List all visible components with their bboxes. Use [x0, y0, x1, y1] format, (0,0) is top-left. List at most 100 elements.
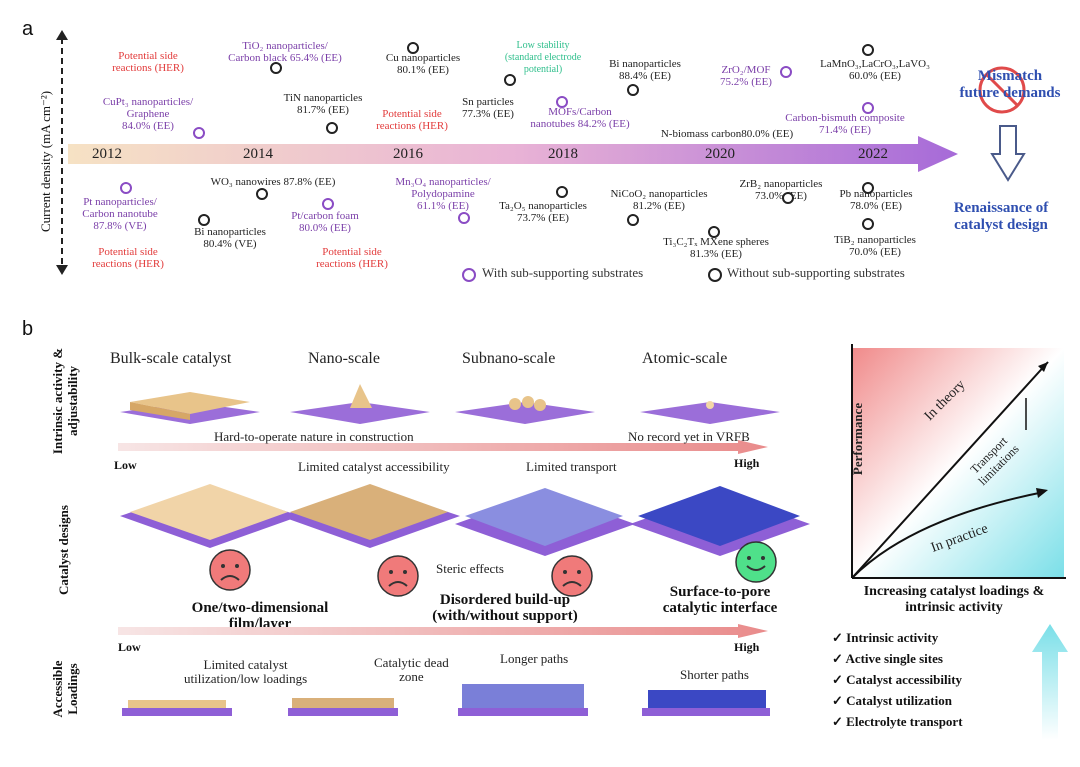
year-2016: 2016: [393, 146, 423, 162]
scale-subnano: Subnano-scale: [462, 350, 556, 367]
label-above-4: Cu nanoparticles 80.1% (EE): [385, 52, 461, 76]
panel-a-label: a: [22, 18, 34, 40]
graph-ylabel: Performance: [850, 402, 866, 476]
marker-with-substrate: [458, 212, 470, 224]
dead-zone-note: Catalytic dead zone: [374, 655, 449, 684]
label-below-1: Potential side reactions (HER): [92, 246, 164, 270]
year-2014: 2014: [243, 146, 273, 162]
limited-access-note: Limited catalyst accessibility: [298, 459, 450, 474]
row-title-designs: Catalyst designs: [56, 505, 71, 595]
happy-face-icon: [735, 541, 777, 583]
label-above-2: TiO₂ nanoparticles/ Carbon black 65.4% (…: [228, 40, 342, 64]
marker-with-substrate: [322, 198, 334, 210]
steric-note: Steric effects: [436, 561, 504, 576]
label-below-12: TiB₂ nanoparticles 70.0% (EE): [834, 234, 916, 258]
down-arrow-icon: [990, 125, 1026, 182]
sad-face-icon: [209, 549, 251, 591]
utilization-note: Limited catalyst utilization/low loading…: [184, 657, 308, 686]
performance-graph: [851, 344, 1066, 579]
label-below-11: Pb nanoparticles 78.0% (EE): [839, 188, 913, 212]
label-below-3: Bi nanoparticles 80.4% (VE): [194, 226, 266, 250]
year-2022: 2022: [858, 146, 888, 162]
legend-without-label: Without sub-supporting substrates: [727, 265, 905, 280]
year-2012: 2012: [92, 146, 122, 162]
y-axis-title: Current density (mA cm⁻²): [38, 90, 53, 232]
label-above-1: CuPt₃ nanoparticles/ Graphene 84.0% (EE): [102, 96, 194, 132]
check-item-label: Catalyst accessibility: [846, 672, 963, 687]
check-item-3: ✓ Catalyst utilization: [832, 693, 952, 708]
label-above-13: Carbon-bismuth composite 71.4% (EE): [785, 112, 905, 136]
marker-without-substrate: [504, 74, 516, 86]
check-item-4: ✓ Electrolyte transport: [832, 714, 963, 729]
marker-without-substrate: [627, 84, 639, 96]
mismatch-text: Mismatch future demands: [959, 68, 1061, 101]
sad-face-icon: [377, 555, 419, 597]
high-label-1: High: [734, 456, 760, 470]
no-sign-icon: [978, 66, 1026, 114]
check-item-label: Electrolyte transport: [846, 714, 963, 729]
check-item-0: ✓ Intrinsic activity: [832, 630, 939, 645]
marker-with-substrate: [862, 102, 874, 114]
label-above-7: Sn particles 77.3% (EE): [462, 96, 514, 120]
high-label-2: High: [734, 640, 760, 654]
marker-without-substrate: [627, 214, 639, 226]
check-item-label: Active single sites: [845, 651, 943, 666]
renaissance-text: Renaissance of catalyst design: [953, 200, 1049, 233]
low-label-1: Low: [114, 458, 137, 472]
marker-without-substrate: [326, 122, 338, 134]
row-title-intrinsic: Intrinsic activity & adjustability: [50, 347, 80, 455]
design-3-title: Surface-to-pore catalytic interface: [662, 584, 778, 616]
label-below-0: Pt nanoparticles/ Carbon nanotube 87.8% …: [82, 196, 158, 232]
marker-without-substrate: [862, 182, 874, 194]
limited-transport-note: Limited transport: [526, 459, 617, 474]
graph-xlabel: Increasing catalyst loadings & intrinsic…: [863, 584, 1045, 615]
marker-without-substrate: [862, 44, 874, 56]
marker-without-substrate: [862, 218, 874, 230]
marker-with-substrate: [193, 127, 205, 139]
marker-with-substrate: [780, 66, 792, 78]
year-2018: 2018: [548, 146, 578, 162]
marker-without-substrate: [270, 62, 282, 74]
label-above-0: Potential side reactions (HER): [112, 50, 184, 74]
label-above-3: TiN nanoparticles 81.7% (EE): [283, 92, 363, 116]
timeline-arrow: [68, 136, 958, 172]
longer-paths-note: Longer paths: [500, 651, 569, 666]
label-above-8: MOFs/Carbon nanotubes 84.2% (EE): [530, 106, 630, 130]
label-above-9: Bi nanoparticles 88.4% (EE): [609, 58, 681, 82]
marker-without-substrate: [556, 186, 568, 198]
panel-b-label: b: [22, 318, 34, 340]
marker-without-substrate: [708, 226, 720, 238]
no-record-note: No record yet in VRFB: [628, 429, 750, 444]
legend-with-label: With sub-supporting substrates: [482, 265, 644, 280]
low-label-2: Low: [118, 640, 141, 654]
scale-illustrations: [120, 384, 780, 424]
marker-with-substrate: [120, 182, 132, 194]
loading-illustrations: [122, 684, 770, 716]
hard-to-operate-note: Hard-to-operate nature in construction: [214, 429, 414, 444]
legend-without-icon: [708, 268, 722, 282]
shorter-paths-note: Shorter paths: [680, 667, 749, 682]
scale-bulk: Bulk-scale catalyst: [110, 350, 232, 367]
y-axis-arrow: [56, 30, 68, 275]
check-item-2: ✓ Catalyst accessibility: [832, 672, 963, 687]
label-above-10: ZrO₂/MOF 75.2% (EE): [720, 64, 772, 88]
legend-with-icon: [462, 268, 476, 282]
year-2020: 2020: [705, 146, 735, 162]
low-high-bar-1: [118, 440, 768, 454]
check-item-label: Catalyst utilization: [846, 693, 952, 708]
check-item-1: ✓ Active single sites: [832, 651, 943, 666]
label-below-5: Potential side reactions (HER): [316, 246, 388, 270]
row-title-loadings: Accessible Loadings: [50, 660, 80, 718]
marker-without-substrate: [407, 42, 419, 54]
scale-atomic: Atomic-scale: [642, 350, 728, 367]
design-illustrations: [120, 484, 810, 556]
label-below-4: Pt/carbon foam 80.0% (EE): [291, 210, 359, 234]
check-item-label: Intrinsic activity: [846, 630, 939, 645]
label-below-10: ZrB₂ nanoparticles 73.0% (EE): [739, 178, 823, 202]
label-above-12: LaMnO₃,LaCrO₃,LaVO₃ 60.0% (EE): [820, 58, 930, 82]
scale-nano: Nano-scale: [308, 350, 380, 367]
label-below-9: Ti₃C₂Tₓ MXene spheres 81.3% (EE): [663, 236, 769, 260]
label-below-8: NiCoO₂ nanoparticles 81.2% (EE): [610, 188, 708, 212]
design-2-title: Disordered build-up (with/without suppor…: [432, 592, 578, 624]
label-above-5: Potential side reactions (HER): [376, 108, 448, 132]
